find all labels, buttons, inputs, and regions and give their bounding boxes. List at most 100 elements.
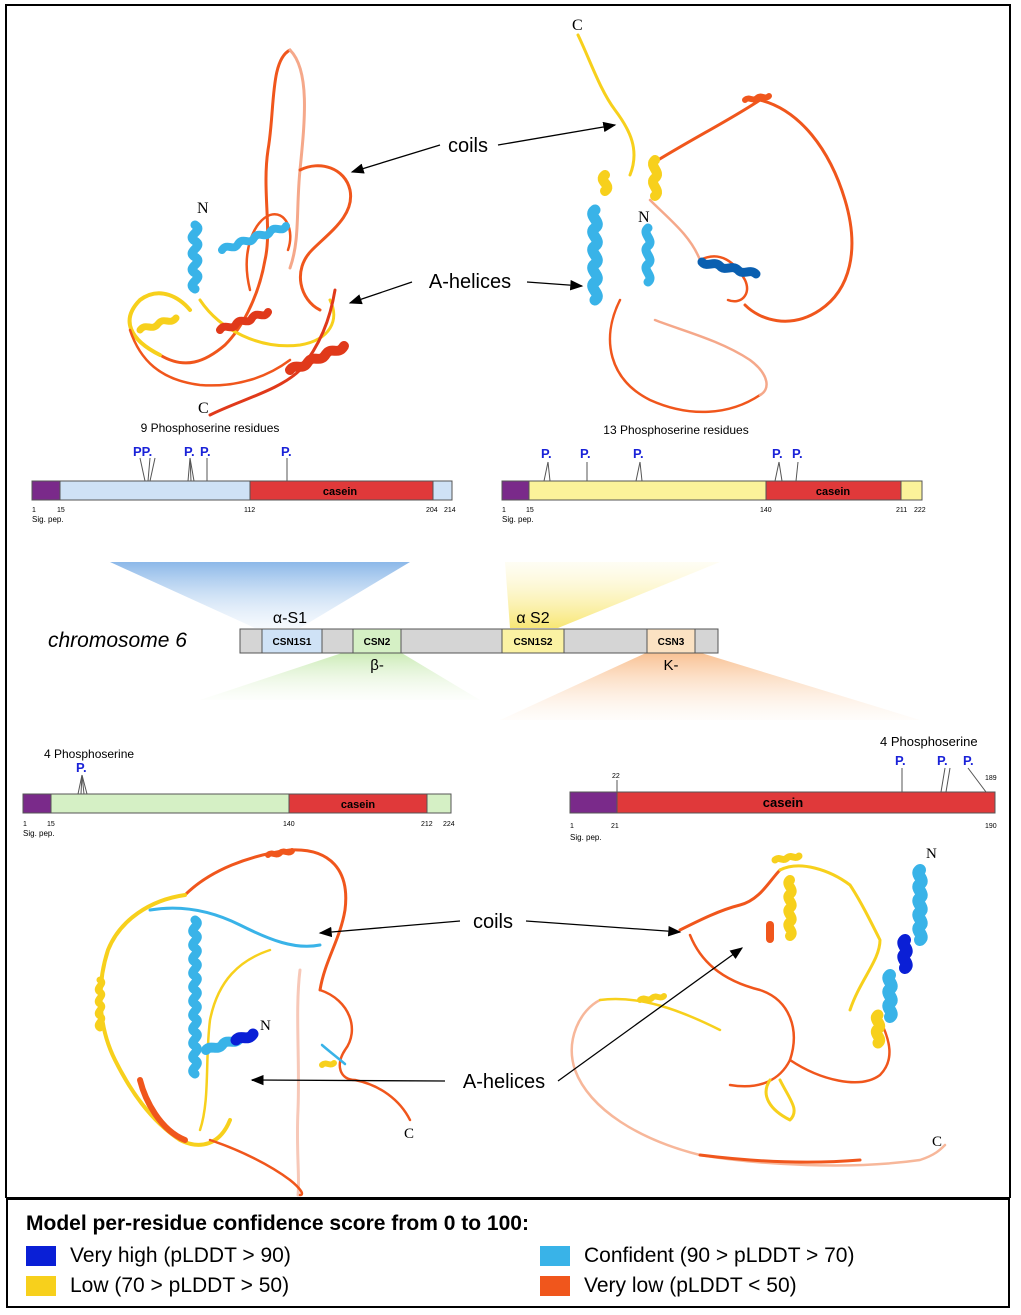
coils-label-bottom: coils — [473, 911, 513, 933]
structure-beta: N C — [94, 848, 414, 1197]
legend-item-confident: Confident (90 > pLDDT > 70) — [540, 1244, 854, 1268]
projection-alpha-s1 — [110, 562, 410, 628]
c-terminus-label: C — [572, 17, 583, 34]
coils-label-top: coils — [448, 135, 488, 157]
phospho-marker: P. — [772, 446, 783, 461]
sig-pep-label: Sig. pep. — [502, 515, 534, 524]
tick-label: 1 — [32, 507, 36, 514]
phospho-marker: P. — [937, 753, 948, 768]
swatch-low — [26, 1276, 56, 1296]
tick-label: 1 — [502, 507, 506, 514]
c-terminus-label: C — [932, 1134, 942, 1150]
gene-label: CSN1S1 — [273, 637, 312, 648]
alpha-s2-label: α S2 — [516, 610, 549, 627]
helices-arrow-left — [250, 1074, 446, 1086]
phospho-marker: P. — [963, 753, 974, 768]
helices-label-top: A-helices — [429, 271, 511, 293]
phospho-title: 9 Phosphoserine residues — [141, 421, 280, 435]
casein-label: casein — [341, 799, 376, 811]
tick-label: 214 — [444, 507, 456, 514]
coils-arrow-right — [497, 121, 617, 146]
phospho-marker: P. — [541, 446, 552, 461]
tick-label: 15 — [47, 821, 55, 828]
coils-arrow-left — [350, 144, 441, 174]
c-terminus-label: C — [198, 400, 209, 417]
casein-label: casein — [323, 486, 358, 498]
gene-label: CSN1S2 — [514, 637, 553, 648]
protein-bar-kappa: 4 Phosphoserine casein P. P. P. 1 21 22 … — [569, 734, 997, 842]
tick-label: 140 — [760, 507, 772, 514]
sig-pep-label: Sig. pep. — [570, 833, 602, 842]
sig-pep-label: Sig. pep. — [23, 829, 55, 838]
phospho-marker: P. — [184, 444, 195, 459]
chromosome-label: chromosome 6 — [48, 629, 187, 652]
n-terminus-label: N — [197, 200, 209, 217]
casein-label: casein — [763, 795, 804, 810]
phospho-marker: P. — [792, 446, 803, 461]
tick-label: 204 — [426, 507, 438, 514]
swatch-very-low — [540, 1276, 570, 1296]
phospho-marker: P. — [580, 446, 591, 461]
helices-arrow-right — [557, 947, 744, 1082]
legend-title: Model per-residue confidence score from … — [26, 1212, 529, 1235]
tick-label: 15 — [57, 507, 65, 514]
alpha-s1-label: α-S1 — [273, 610, 307, 627]
phospho-title: 4 Phosphoserine — [880, 734, 978, 749]
phospho-marker: P. — [281, 444, 292, 459]
gene-label: CSN3 — [658, 637, 685, 648]
beta-label: β- — [370, 657, 384, 674]
protein-bar-alpha-s2: 13 Phosphoserine residues casein P. P. P… — [501, 423, 926, 524]
tick-label: 211 — [896, 507, 907, 514]
protein-bar-alpha-s1: 9 Phosphoserine residues casein PP. P. P… — [31, 421, 456, 524]
structure-alpha-s2: C N — [572, 17, 854, 414]
phospho-title: 4 Phosphoserine — [44, 747, 134, 761]
legend-label: Confident (90 > pLDDT > 70) — [584, 1244, 855, 1267]
swatch-confident — [540, 1246, 570, 1266]
helices-arrow-left — [348, 281, 413, 305]
structure-kappa: N C — [570, 846, 947, 1167]
structure-alpha-s1: N C — [127, 48, 353, 417]
kappa-label: K- — [664, 657, 679, 674]
phospho-title: 13 Phosphoserine residues — [603, 423, 748, 437]
legend-label: Very high (pLDDT > 90) — [70, 1244, 291, 1267]
tick-label: 189 — [985, 775, 997, 782]
figure-diagram: N C C N coils A-helices 9 Phosphoserine … — [5, 4, 1011, 1199]
c-terminus-label: C — [404, 1126, 414, 1142]
casein-label: casein — [816, 486, 851, 498]
legend-item-very-low: Very low (pLDDT < 50) — [540, 1274, 797, 1298]
tick-label: 112 — [244, 507, 255, 514]
helices-arrow-right — [526, 279, 584, 291]
tick-label: 224 — [443, 821, 455, 828]
projection-alpha-s2 — [505, 562, 720, 628]
phospho-marker: P. — [76, 760, 87, 775]
tick-label: 140 — [283, 821, 295, 828]
tick-label: 15 — [526, 507, 534, 514]
sig-pep-label: Sig. pep. — [32, 515, 64, 524]
phospho-marker: P. — [895, 753, 906, 768]
phospho-marker: PP. — [133, 444, 152, 459]
tick-label: 1 — [23, 821, 27, 828]
legend-item-very-high: Very high (pLDDT > 90) — [26, 1244, 291, 1268]
gene-csn2: CSN2 — [352, 628, 402, 654]
gene-csn1s1: CSN1S1 — [261, 628, 323, 654]
gene-csn1s2: CSN1S2 — [501, 628, 565, 654]
helices-label-bottom: A-helices — [463, 1071, 545, 1093]
projection-beta — [200, 652, 480, 700]
n-terminus-label: N — [638, 209, 650, 226]
protein-bar-beta: 4 Phosphoserine casein P. 1 15 140 212 2… — [22, 747, 455, 838]
n-terminus-label: N — [926, 846, 937, 862]
coils-arrow-left — [318, 920, 461, 938]
gene-csn3: CSN3 — [646, 628, 696, 654]
legend-label: Low (70 > pLDDT > 50) — [70, 1274, 290, 1297]
legend-item-low: Low (70 > pLDDT > 50) — [26, 1274, 289, 1298]
gene-label: CSN2 — [364, 637, 391, 648]
tick-label: 22 — [612, 773, 620, 780]
coils-arrow-right — [525, 920, 682, 937]
tick-label: 21 — [611, 823, 619, 830]
swatch-very-high — [26, 1246, 56, 1266]
tick-label: 222 — [914, 507, 926, 514]
tick-label: 1 — [570, 823, 574, 830]
n-terminus-label: N — [260, 1018, 271, 1034]
phospho-marker: P. — [633, 446, 644, 461]
